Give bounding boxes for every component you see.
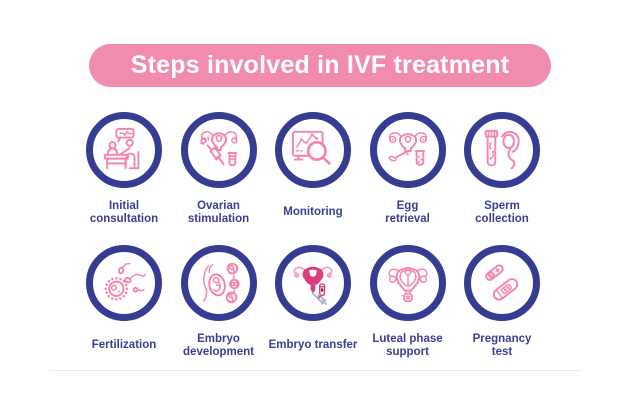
step-monitoring: Monitoring — [266, 112, 360, 227]
luteal-phase-support-icon — [387, 267, 428, 303]
step-label: Luteal phase support — [372, 332, 443, 359]
step-pregnancy-test: Pregnancy test — [455, 245, 549, 360]
step-circle — [275, 245, 351, 321]
step-embryo-transfer: Embryo transfer — [266, 245, 360, 360]
step-circle — [275, 112, 351, 188]
ovarian-stimulation-icon — [199, 131, 238, 167]
step-label: Sperm collection — [475, 199, 529, 226]
step-initial-consultation: Initial consultation — [77, 112, 171, 227]
step-circle — [369, 245, 446, 321]
step-circle — [86, 112, 162, 188]
step-label: Embryo transfer — [268, 339, 358, 352]
step-egg-retrieval: Egg retrieval — [361, 112, 455, 227]
step-circle — [464, 112, 540, 188]
step-label: Initial consultation — [89, 199, 159, 226]
step-label: Egg retrieval — [385, 199, 430, 226]
step-ovarian-stimulation: Ovarian stimulation — [172, 112, 266, 227]
divider-line — [49, 370, 582, 371]
title-banner: Steps involved in IVF treatment — [89, 44, 551, 87]
embryo-transfer-icon — [293, 266, 333, 306]
fertilization-icon — [104, 262, 146, 301]
step-label: Embryo development — [183, 332, 254, 359]
step-circle — [86, 245, 162, 321]
step-luteal-phase-support: Luteal phase support — [361, 245, 455, 360]
step-fertilization: Fertilization — [77, 245, 171, 360]
step-circle — [369, 112, 446, 188]
step-circle — [180, 112, 257, 188]
step-label: Fertilization — [91, 339, 157, 352]
step-label: Monitoring — [283, 206, 343, 219]
monitoring-icon — [291, 130, 331, 165]
steps-row-2: Fertilization — [77, 245, 549, 360]
step-embryo-development: Embryo development — [172, 245, 266, 360]
consultation-icon — [103, 127, 140, 170]
embryo-development-icon — [202, 262, 240, 304]
step-label: Ovarian stimulation — [187, 199, 250, 226]
egg-retrieval-icon — [388, 132, 427, 166]
sperm-collection-icon — [484, 129, 520, 170]
page-title: Steps involved in IVF treatment — [130, 51, 510, 79]
step-sperm-collection: Sperm collection — [455, 112, 549, 227]
pregnancy-test-icon — [485, 264, 519, 301]
step-circle — [180, 245, 257, 321]
step-label: Pregnancy test — [472, 332, 532, 359]
step-circle — [464, 245, 540, 321]
steps-row-1: Initial consultation — [77, 112, 549, 227]
